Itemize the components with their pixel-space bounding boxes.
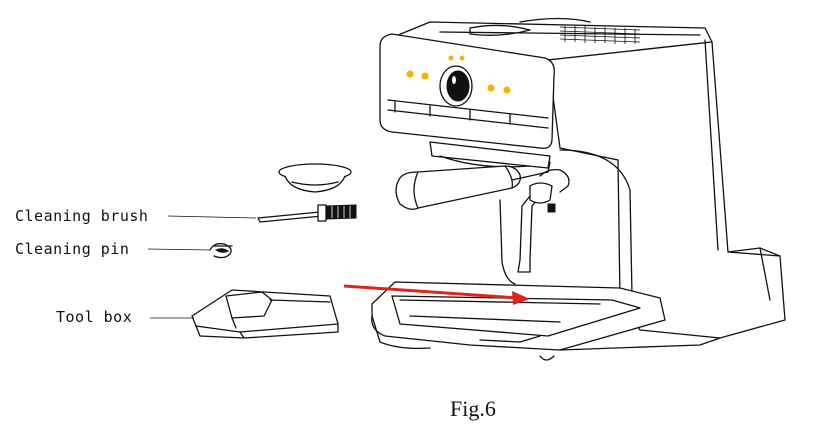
cup-warmer-grid [469,24,641,44]
cleaning-pin [209,242,233,259]
steam-wand [517,168,570,273]
cleaning-brush-label: Cleaning brush [15,207,148,225]
cleaning-brush [257,204,357,223]
indicator-light-6 [503,86,511,94]
portafilter [395,161,551,210]
insertion-arrow [343,284,530,305]
tool-box [191,289,339,339]
indicator-lights [406,55,511,94]
control-knob [439,65,473,107]
indicator-light-5 [487,84,495,92]
indicator-light-4 [459,55,465,61]
indicator-light-2 [421,72,429,80]
indicator-light-1 [406,70,414,78]
cleaning-brush-leader [167,215,257,219]
cleaning-pin-leader [147,248,211,251]
filter-basket [278,163,352,193]
drip-tray [371,281,721,361]
figure-caption: Fig.6 [450,396,496,421]
espresso-machine [371,17,786,361]
indicator-light-3 [448,55,454,61]
cleaning-pin-label: Cleaning pin [15,240,129,258]
tool-box-label: Tool box [56,308,132,326]
